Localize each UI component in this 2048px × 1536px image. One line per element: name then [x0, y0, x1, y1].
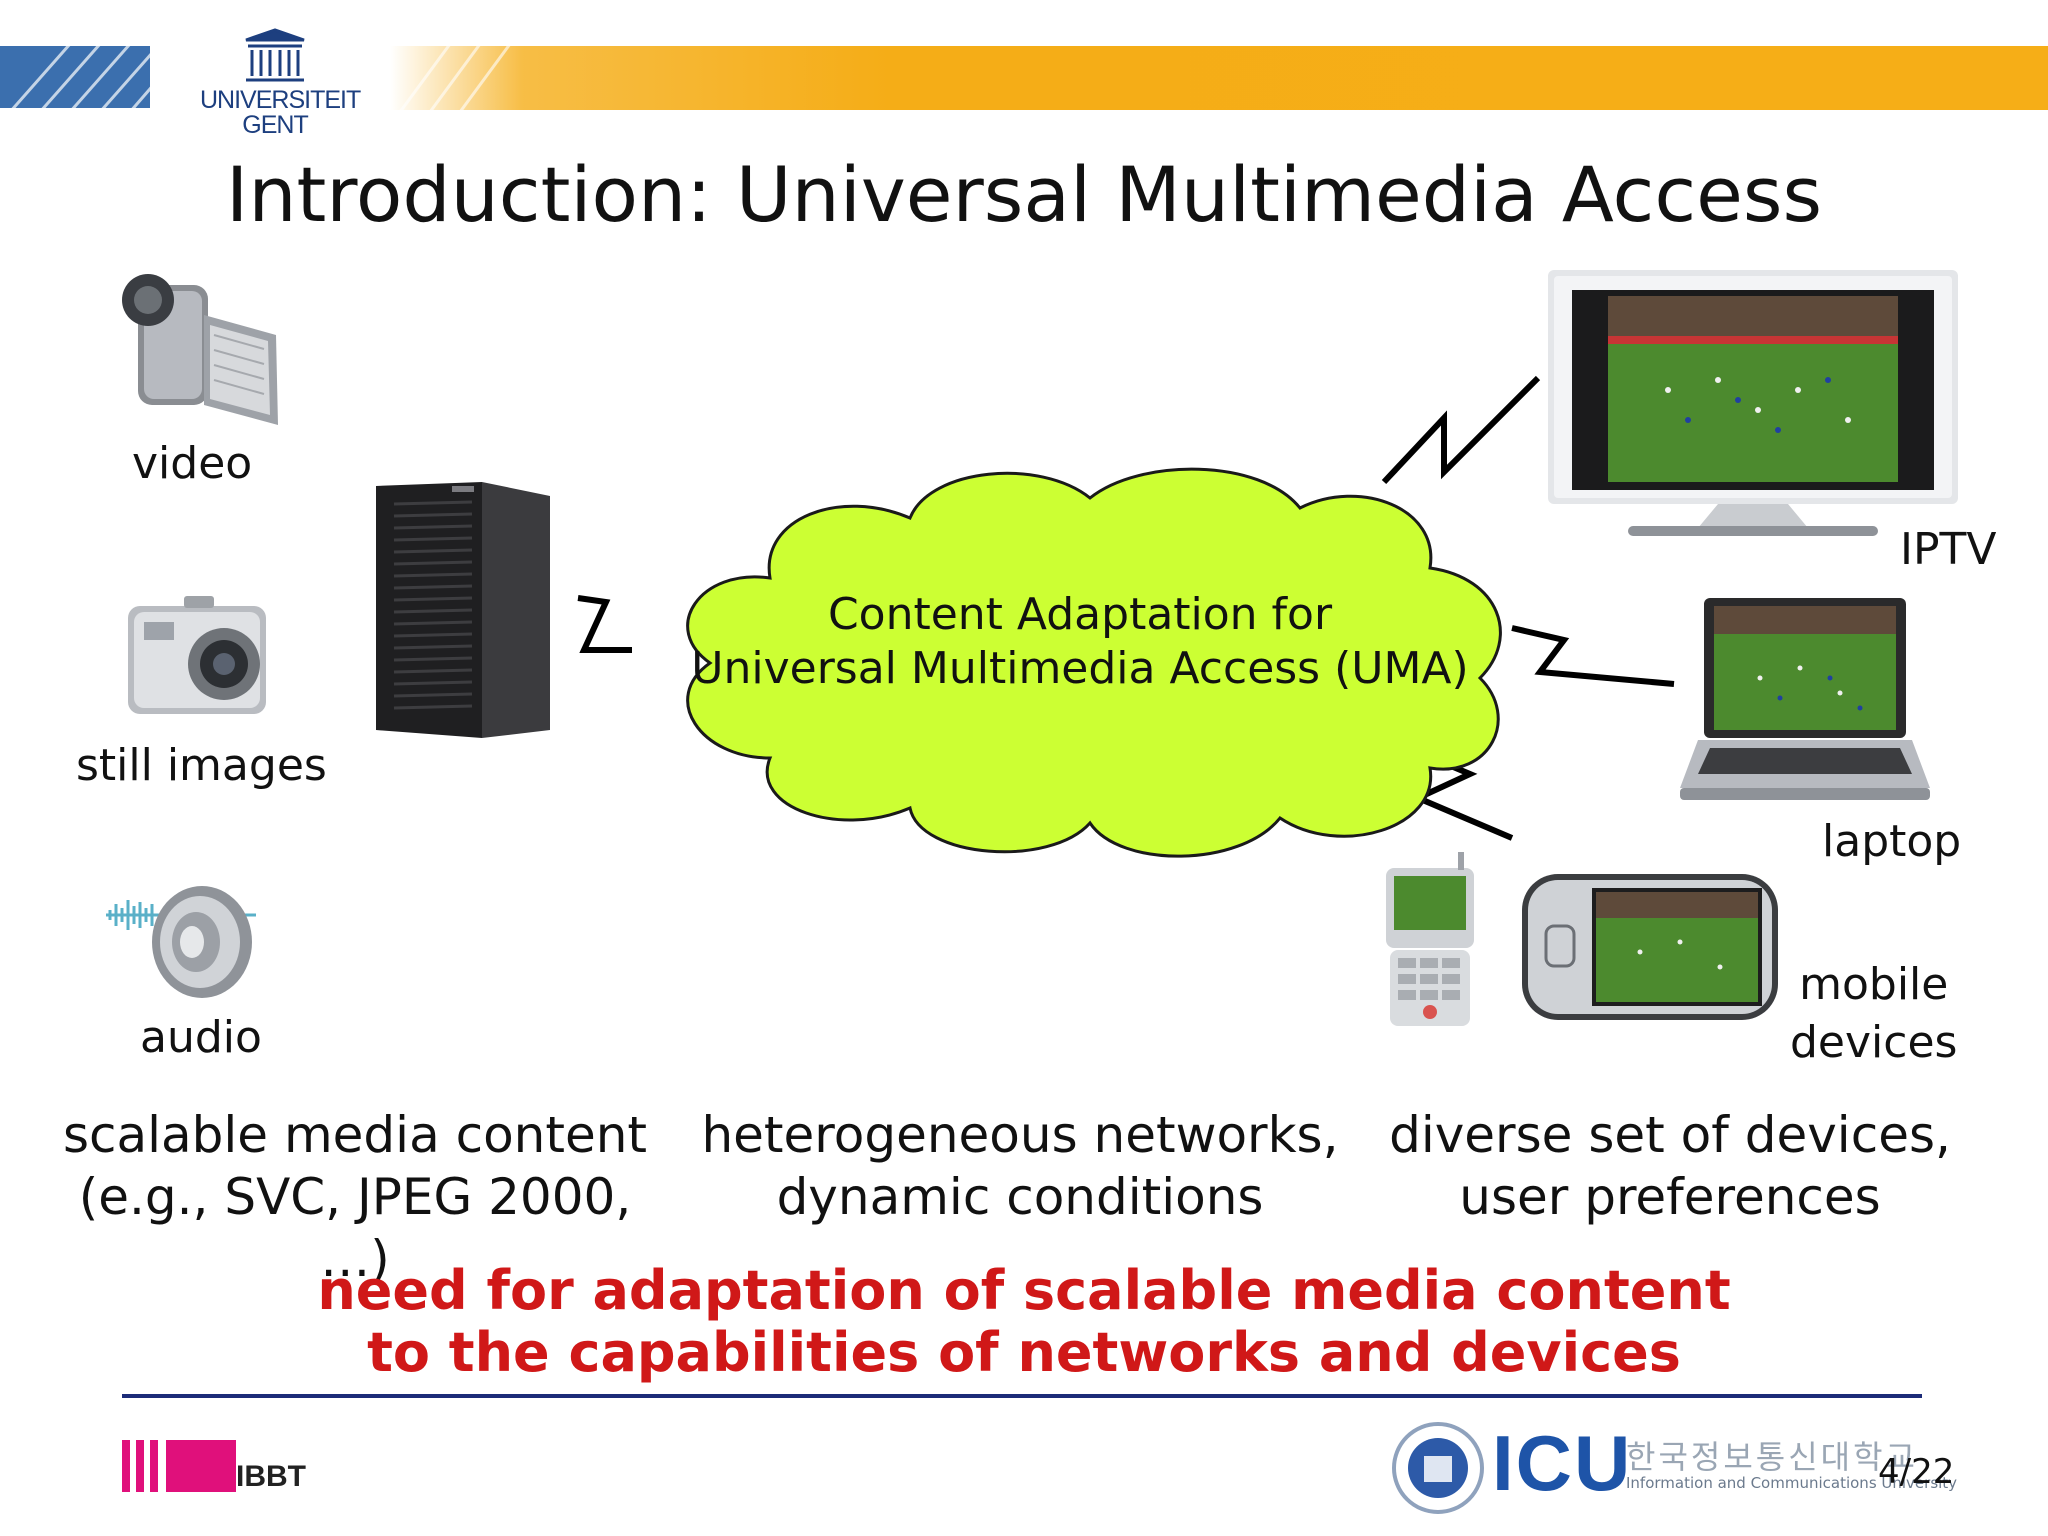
caption-devices-line2: user preferences — [1459, 1168, 1881, 1226]
caption-networks-line2: dynamic conditions — [776, 1168, 1264, 1226]
uma-cloud — [686, 467, 1502, 858]
pda-device-icon — [1522, 874, 1778, 1020]
link-server-cloud — [577, 595, 632, 653]
caption-devices: diverse set of devices, user preferences — [1360, 1104, 1980, 1228]
blue-brush-stroke — [0, 43, 177, 113]
video-camera-icon — [122, 274, 278, 425]
caption-content: scalable media content (e.g., SVC, JPEG … — [40, 1104, 670, 1290]
icu-english-name: Information and Communications Universit… — [1626, 1474, 1958, 1492]
caption-devices-line1: diverse set of devices, — [1389, 1106, 1951, 1164]
cloud-text: Content Adaptation for Universal Multime… — [680, 588, 1480, 696]
still-camera-icon — [128, 596, 266, 714]
caption-networks-line1: heterogeneous networks, — [701, 1106, 1339, 1164]
icu-korean-name: 한국정보통신대학교 — [1626, 1438, 1918, 1476]
ibbt-logo-text: IBBT — [236, 1460, 306, 1493]
still-images-label: still images — [76, 740, 327, 791]
caption-networks: heterogeneous networks, dynamic conditio… — [690, 1104, 1350, 1228]
conclusion-line1: need for adaptation of scalable media co… — [317, 1259, 1731, 1322]
cloud-text-line2: Universal Multimedia Access (UMA) — [691, 643, 1469, 694]
page-number: 4/22 — [1878, 1452, 1955, 1492]
laptop-icon — [1680, 598, 1930, 800]
iptv-label: IPTV — [1900, 524, 1997, 575]
video-label: video — [132, 438, 253, 489]
laptop-label: laptop — [1822, 816, 1962, 867]
mobile-phone-icon — [1386, 852, 1474, 1026]
mobile-label: mobile devices — [1790, 956, 1957, 1072]
ibbt-logo-icon — [122, 1440, 236, 1492]
server-icon — [376, 482, 550, 738]
icu-logo-text: ICU — [1492, 1419, 1633, 1507]
footer-divider — [122, 1394, 1922, 1398]
mobile-label-line1: mobile — [1799, 959, 1949, 1010]
icu-seal-icon — [1392, 1422, 1484, 1514]
link-cloud-iptv — [1381, 375, 1541, 485]
speaker-icon — [106, 886, 256, 998]
slide-title: Introduction: Universal Multimedia Acces… — [225, 150, 1823, 239]
orange-band — [390, 46, 2048, 110]
conclusion-text: need for adaptation of scalable media co… — [0, 1260, 2048, 1384]
ugent-logo-icon — [245, 28, 305, 82]
ugent-logo-text: UNIVERSITEIT GENT — [200, 86, 361, 139]
conclusion-line2: to the capabilities of networks and devi… — [367, 1321, 1681, 1384]
cloud-text-line1: Content Adaptation for — [827, 589, 1333, 640]
caption-content-line1: scalable media content — [62, 1106, 648, 1164]
mobile-label-line2: devices — [1790, 1017, 1958, 1068]
caption-content-line2: (e.g., SVC, JPEG 2000, …) — [78, 1168, 632, 1288]
header-band — [0, 28, 2048, 113]
audio-label: audio — [140, 1012, 262, 1063]
link-cloud-laptop — [1511, 625, 1675, 687]
iptv-monitor-icon — [1548, 270, 1958, 536]
